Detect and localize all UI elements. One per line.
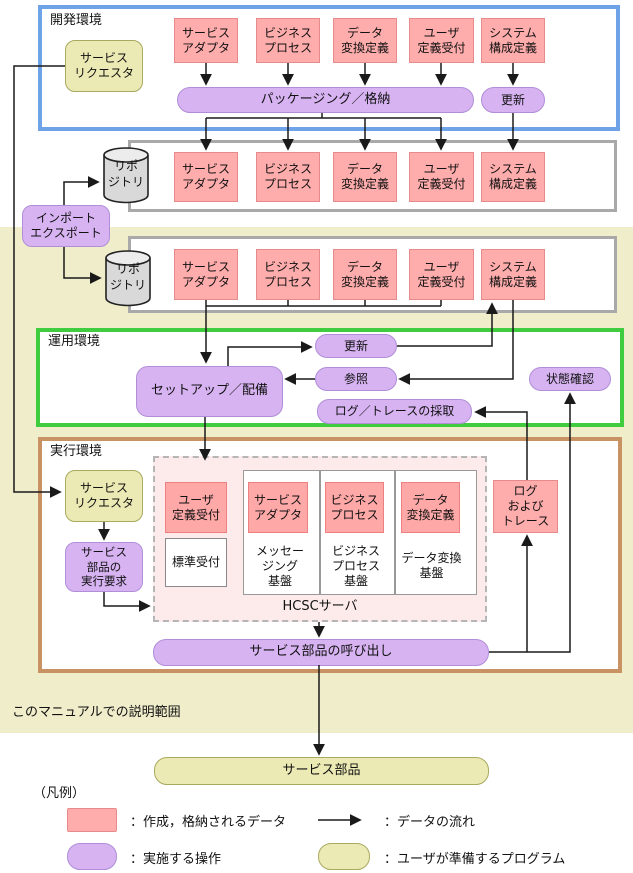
repo2-business-process: ビジネス プロセス	[256, 249, 320, 300]
setup-deploy-operation: セットアップ／配備	[136, 366, 283, 417]
hcsc-user-reception: ユーザ 定義受付	[165, 482, 227, 533]
manual-scope-note: このマニュアルでの説明範囲	[12, 705, 181, 720]
hcsc-business-process: ビジネス プロセス	[325, 482, 384, 533]
messaging-base-label: メッセー ジング 基盤	[255, 543, 304, 588]
artifact-data-convert: データ 変換定義	[333, 18, 397, 63]
cylinder-icon	[105, 250, 151, 307]
hcsc-data-convert: データ 変換定義	[401, 482, 460, 533]
status-check-operation: 状態確認	[529, 367, 611, 391]
legend-yellow-swatch	[318, 843, 370, 870]
repo1-service-adapter: サービス アダプタ	[174, 152, 238, 202]
legend-title: （凡例）	[33, 786, 86, 801]
repo2-user-reception: ユーザ 定義受付	[409, 249, 474, 300]
column-divider	[319, 471, 321, 594]
repository-label-2: リポ ジトリ	[109, 262, 146, 292]
repo2-data-convert: データ 変換定義	[333, 249, 397, 300]
service-part-invoke-operation: サービス部品の呼び出し	[153, 639, 489, 666]
repository-label-1: リポ ジトリ	[107, 159, 144, 189]
service-parts-program: サービス部品	[154, 757, 489, 785]
repo1-data-convert: データ 変換定義	[333, 152, 397, 202]
repo2-system-config: システム 構成定義	[481, 249, 545, 300]
import-export-operation: インポート エクスポート	[22, 205, 110, 247]
legend-flow-label: ：データの流れ	[384, 814, 476, 830]
artifact-system-config: システム 構成定義	[481, 18, 545, 63]
repo1-system-config: システム 構成定義	[481, 152, 545, 202]
artifact-business-process: ビジネス プロセス	[256, 18, 320, 63]
service-requester-exec: サービス リクエスタ	[65, 470, 143, 522]
legend-program-label: ：ユーザが準備するプログラム	[384, 851, 566, 867]
column-divider	[394, 471, 396, 594]
legend-purple-swatch	[67, 843, 117, 870]
legend-data-label: ：作成，格納されるデータ	[130, 814, 287, 830]
packaging-store-operation: パッケージング／格納	[177, 87, 474, 113]
service-requester-dev: サービス リクエスタ	[65, 40, 143, 92]
data-base-label: データ変換 基盤	[401, 551, 462, 580]
hcsc-server-label: HCSCサーバ	[282, 599, 358, 615]
repo1-user-reception: ユーザ 定義受付	[409, 152, 474, 202]
repo1-business-process: ビジネス プロセス	[256, 152, 320, 202]
operation-environment-label: 運用環境	[48, 334, 101, 349]
log-and-trace-data: ログ および トレース	[493, 480, 558, 533]
cylinder-icon	[103, 147, 149, 204]
log-trace-collect-operation: ログ／トレースの採取	[317, 399, 472, 424]
repo2-service-adapter: サービス アダプタ	[174, 249, 238, 300]
business-base-label: ビジネス プロセス 基盤	[331, 543, 380, 588]
hcsc-standard-reception: 標準受付	[165, 538, 227, 587]
legend-pink-swatch	[67, 808, 117, 832]
update-operation-dev: 更新	[481, 87, 545, 113]
artifact-user-reception: ユーザ 定義受付	[409, 18, 474, 63]
artifact-service-adapter: サービス アダプタ	[174, 18, 238, 63]
legend-operation-label: ：実施する操作	[130, 851, 222, 867]
repository-cylinder-2: リポ ジトリ	[104, 249, 152, 308]
update-operation-ops: 更新	[315, 334, 397, 358]
flow-arrow	[63, 176, 100, 205]
execution-environment-label: 実行環境	[50, 444, 103, 459]
service-part-exec-request: サービス 部品の 実行要求	[65, 542, 143, 592]
refer-operation: 参照	[315, 367, 397, 391]
development-environment-label: 開発環境	[50, 13, 103, 28]
hcsc-service-adapter: サービス アダプタ	[248, 482, 308, 533]
repository-cylinder-1: リポ ジトリ	[102, 146, 150, 205]
